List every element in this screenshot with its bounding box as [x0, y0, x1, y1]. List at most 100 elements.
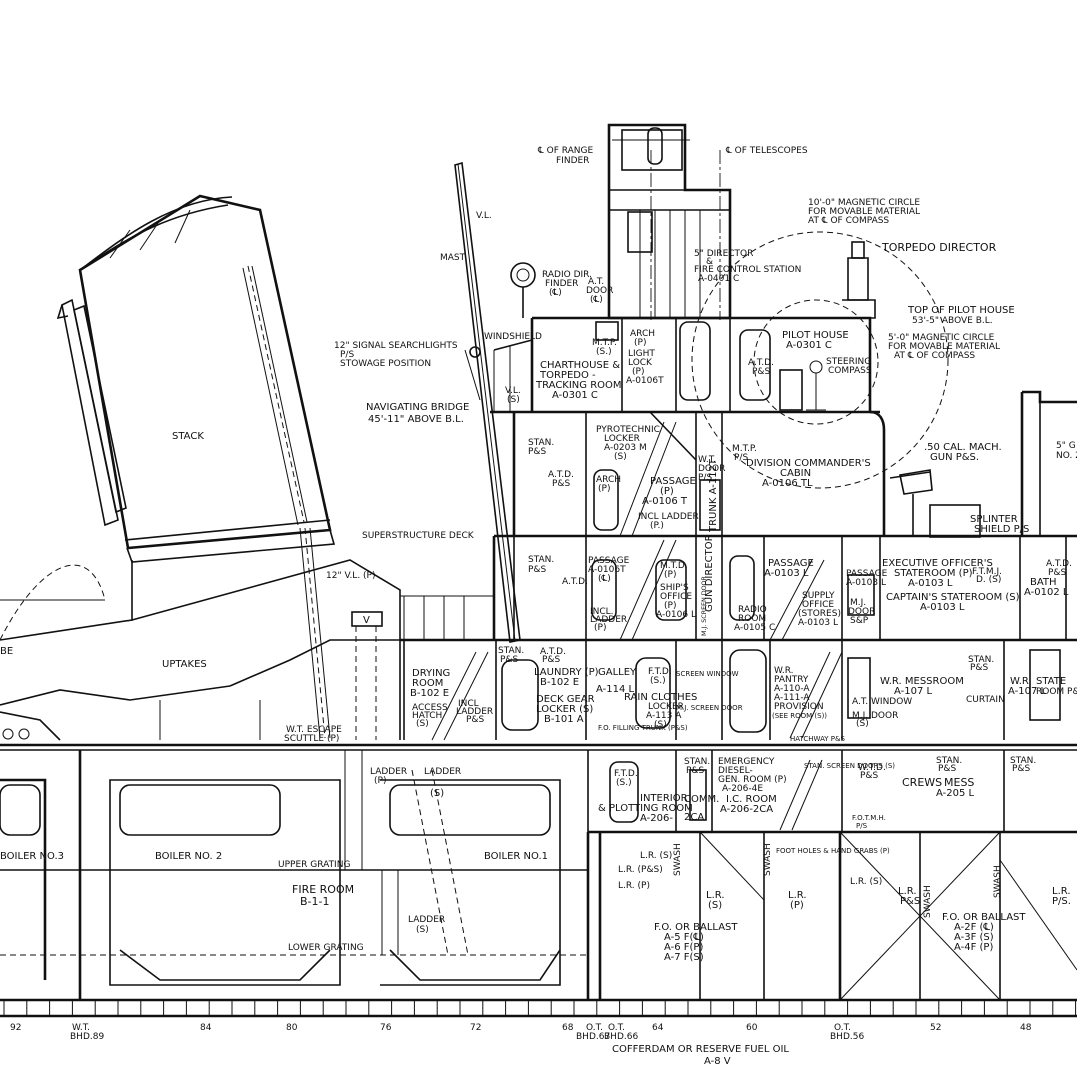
label-charthouse-3: TRACKING ROOM — [535, 380, 622, 391]
label-nav-bridge-2: 45'-11" ABOVE B.L. — [368, 414, 464, 425]
label-stan-ps: STAN. — [528, 438, 554, 448]
label-stan-ps6: P&S — [938, 764, 956, 774]
label-lower-grating: LOWER GRATING — [288, 943, 364, 953]
label-stan-ps-c2: P&S — [500, 655, 518, 665]
label-passage-0106t-2: A-0106T — [588, 565, 626, 575]
label-ftmj: F.T.M.J. — [972, 567, 1002, 577]
label-radio-room-2: ROOM — [738, 614, 766, 624]
label-arch-p-1: ARCH — [596, 475, 621, 485]
label-at-window: A.T. WINDOW — [852, 697, 912, 707]
label-steering-1: STEERING — [826, 357, 871, 367]
label-pilot-house-1: PILOT HOUSE — [782, 330, 849, 341]
label-exec-officer-1: EXECUTIVE OFFICER'S — [882, 558, 993, 569]
label-swash-4: SWASH — [993, 865, 1003, 898]
label-fo-ballast-r-4: A-4F (P) — [954, 942, 993, 953]
label-mag5-2: FOR MOVABLE MATERIAL — [888, 342, 1000, 352]
label-state-2: ROOM P&S — [1036, 687, 1077, 697]
label-fo-ballast-r-3: A-3F (S) — [954, 932, 994, 943]
label-wt-bhd89-2: BHD.89 — [70, 1032, 104, 1042]
label-ftd-s3: F.T.D. — [614, 769, 638, 779]
label-fire-control-3: FIRE CONTROL STATION — [694, 265, 801, 275]
label-stan-ps-d: STAN. — [968, 655, 994, 665]
label-vl-12: 12" V.L. (P) — [326, 571, 376, 581]
frame-number: 68 — [562, 1023, 574, 1033]
label-arch-5: (P) — [632, 367, 644, 377]
label-mtp-ps: M.T.P. — [732, 444, 757, 454]
label-incl-ladder-p2: INCL. — [590, 607, 614, 617]
label-exec-officer-2: STATEROOM (P) — [894, 568, 973, 579]
label-drying-3: B-102 E — [410, 688, 449, 699]
label-passage-0106t-3: (℄) — [598, 574, 611, 584]
label-vl-s: V.L. — [505, 386, 521, 396]
label-lr-s-right: L.R. (S) — [850, 877, 882, 887]
label-galley-2: A-114 L — [596, 684, 634, 695]
label-splinter-2: SHIELD P/S — [974, 524, 1029, 535]
navigating-bridge-level — [490, 390, 1077, 538]
label-arch-2: (P) — [634, 338, 646, 348]
label-boiler3: BOILER NO.3 — [0, 851, 64, 862]
label-lr-ps-right2: P&S — [900, 896, 920, 907]
keel-frame-ticks — [3, 1000, 1077, 1016]
label-captains-2: A-0103 L — [920, 602, 965, 613]
label-stan-ps8: P&S — [1012, 764, 1030, 774]
label-lr-p: L.R. (P) — [618, 881, 650, 891]
fire-room — [0, 750, 588, 1000]
label-mast: MAST — [440, 253, 466, 263]
label-mtp-s2: (S.) — [596, 347, 612, 357]
label-fire-control-4: A-0401 C — [698, 274, 739, 284]
label-rain-3: A-113 A — [646, 711, 682, 721]
keel — [0, 998, 1077, 1018]
main-deck-level — [400, 638, 1077, 741]
pilot-house-deck — [493, 231, 949, 489]
label-stan-screen-door: STAN. SCREEN DOORS (S) — [804, 762, 895, 770]
label-mtd-p2: (P) — [664, 570, 676, 580]
label-cofferdam-2: A-8 V — [704, 1056, 731, 1067]
label-laundry-1: LAUNDRY (P) — [534, 667, 599, 678]
label-passage-small-1: PASSAGE — [846, 569, 888, 579]
label-gun-director: GUN DIRECTOR — [704, 534, 715, 612]
label-incl-ladder: INCL LADDER — [638, 512, 699, 522]
label-mj-screen-door2: M.J. SCREEN DOOR — [676, 704, 743, 712]
label-foot-holes: FOOT HOLES & HAND GRABS (P) — [776, 847, 890, 855]
label-incl-ps-3: P&S — [466, 715, 484, 725]
label-wr-107-1: W.R. — [1010, 676, 1032, 687]
label-swash-2: SWASH — [763, 843, 773, 876]
label-atd-ps2: P&S — [752, 367, 770, 377]
label-wt-escape-2: SCUTTLE (P) — [284, 734, 339, 744]
label-ftmj2: D. (S) — [976, 575, 1001, 585]
label-boiler2: BOILER NO. 2 — [155, 851, 222, 862]
label-ot-bhd56-1: O.T. — [834, 1023, 851, 1033]
fire-control-tower — [607, 123, 732, 320]
label-range-finder: ℄ OF RANGE — [537, 146, 594, 156]
label-charthouse-1: CHARTHOUSE & — [540, 360, 620, 371]
label-curtain: CURTAIN — [966, 695, 1005, 705]
label-at-door-3: (℄) — [590, 295, 603, 305]
label-stan-ps-c: STAN. — [498, 646, 524, 656]
label-stan-ps-b: STAN. — [528, 555, 554, 565]
label-comm: COMM. — [684, 794, 719, 805]
label-passage-p-2: (P) — [660, 486, 674, 497]
label-division-2: CABIN — [780, 468, 811, 479]
label-atd-ps6: P&S — [1048, 568, 1066, 578]
label-ic-room-1: I.C. ROOM — [726, 794, 777, 805]
label-incl-ladder-p4: (P) — [594, 623, 606, 633]
label-supply-office-3: (STORES) — [798, 609, 841, 619]
label-splinter-1: SPLINTER — [970, 514, 1018, 525]
label-fo-ballast-2: A-5 F(℄) — [664, 932, 704, 943]
frame-number: 48 — [1020, 1023, 1032, 1033]
label-top-pilot-2: 53'-5" ABOVE B.L. — [912, 316, 993, 326]
label-deck-gear-2: LOCKER (S) — [536, 704, 593, 715]
frame-number: 76 — [380, 1023, 392, 1033]
label-cal50-1: .50 CAL. MACH. — [924, 442, 1002, 453]
label-incl-ladder-p3: LADDER — [590, 615, 627, 625]
label-stan-ps3: STAN. — [684, 757, 710, 767]
label-emergency-1: EMERGENCY — [718, 757, 775, 767]
label-arch-1: ARCH — [630, 329, 655, 339]
label-access-1: ACCESS — [412, 703, 448, 713]
label-wt-bhd89-1: W.T. — [72, 1023, 90, 1033]
label-lr-p-center2: (P) — [790, 900, 804, 911]
label-boiler1: BOILER NO.1 — [484, 851, 548, 862]
label-ic-room-2: A-206-2CA — [720, 804, 773, 815]
label-fo-ballast-1: F.O. OR BALLAST — [654, 922, 738, 933]
label-radio-room-1: RADIO — [738, 605, 767, 615]
